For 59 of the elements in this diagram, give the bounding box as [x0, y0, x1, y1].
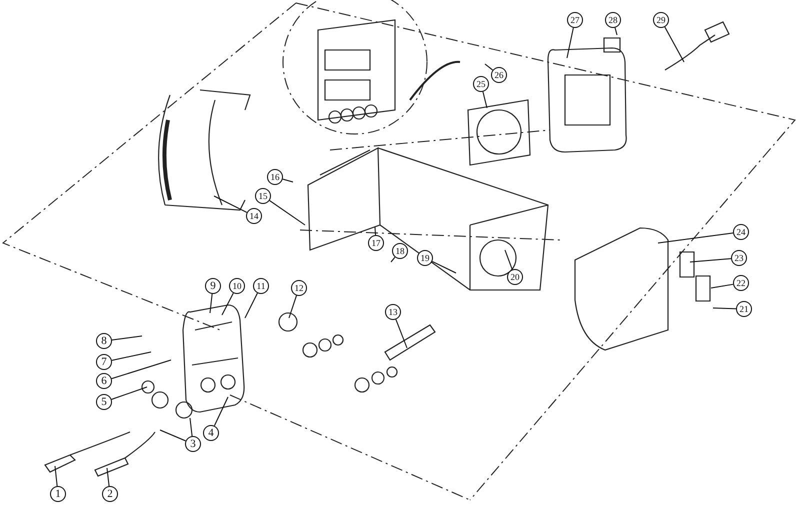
callout-number: 13: [385, 304, 401, 320]
callout-number: 10: [229, 278, 245, 294]
leader-line: [504, 250, 513, 270]
leader-line: [710, 284, 734, 288]
callout-number: 9: [205, 278, 221, 294]
callout-number: 27: [567, 12, 583, 28]
callout-number: 5: [96, 394, 112, 410]
callout-number: 24: [733, 224, 749, 240]
leader-line: [395, 318, 408, 348]
callout-number: 16: [267, 169, 283, 185]
leader-line: [160, 430, 186, 442]
leader-line: [269, 200, 306, 226]
leader-line: [690, 258, 732, 262]
callout-number: 4: [203, 425, 219, 441]
callout-number: 17: [368, 235, 384, 251]
callout-number: 25: [473, 76, 489, 92]
leader-line: [566, 27, 574, 58]
leader-line: [390, 256, 396, 262]
callout-number: 14: [246, 208, 262, 224]
leader-line: [282, 178, 294, 182]
leader-line: [374, 226, 376, 236]
leader-line: [664, 26, 684, 62]
callout-number: 29: [653, 12, 669, 28]
leader-line: [111, 336, 142, 340]
callout-number: 26: [491, 67, 507, 83]
callout-number: 8: [96, 333, 112, 349]
leader-line: [712, 308, 736, 310]
callout-number: 3: [185, 436, 201, 452]
leader-line: [222, 292, 234, 316]
callout-number: 1: [50, 486, 66, 502]
callout-number: 15: [255, 188, 271, 204]
leader-line: [482, 91, 488, 108]
callout-number: 18: [392, 243, 408, 259]
callout-number: 19: [417, 250, 433, 266]
callout-number: 20: [507, 269, 523, 285]
leader-line: [111, 352, 152, 361]
callout-number: 23: [731, 250, 747, 266]
leader-line: [214, 196, 248, 213]
leader-line: [111, 386, 148, 400]
callout-number: 6: [96, 373, 112, 389]
callout-number: 21: [736, 301, 752, 317]
leader-line: [658, 232, 734, 244]
leader-line: [111, 360, 172, 380]
leader-line: [484, 64, 494, 71]
leader-line: [614, 27, 618, 36]
leader-line: [288, 295, 297, 318]
leader-line: [190, 418, 193, 437]
leader-line: [214, 396, 228, 426]
callout-number: 12: [291, 280, 307, 296]
leader-line: [432, 260, 456, 274]
callout-number: 7: [96, 354, 112, 370]
callout-number: 28: [605, 12, 621, 28]
leader-line: [244, 292, 258, 318]
callout-number: 22: [733, 275, 749, 291]
leader-line: [210, 293, 213, 314]
callout-number: 2: [102, 486, 118, 502]
callout-number: 11: [253, 278, 269, 294]
leader-line: [54, 466, 58, 487]
leader-line: [106, 468, 110, 487]
